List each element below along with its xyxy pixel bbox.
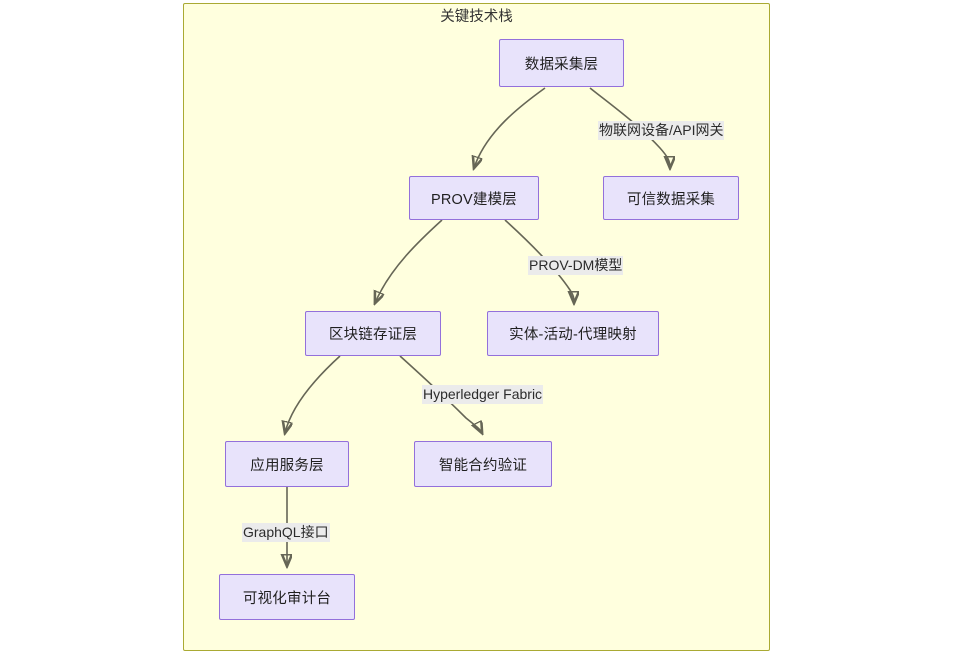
edge-n4-to-n6 bbox=[285, 355, 341, 433]
edge-label-n1-to-n3: 物联网设备/API网关 bbox=[598, 121, 725, 140]
edge-n2-to-n4 bbox=[375, 219, 443, 303]
edge-n2-to-n5 bbox=[504, 219, 574, 303]
node-n6[interactable]: 应用服务层 bbox=[225, 441, 349, 487]
node-label: 区块链存证层 bbox=[328, 327, 418, 343]
node-n2[interactable]: PROV建模层 bbox=[409, 176, 539, 220]
edge-label-n6-to-n8: GraphQL接口 bbox=[242, 523, 330, 542]
node-label: 应用服务层 bbox=[250, 457, 324, 474]
node-label: PROV建模层 bbox=[431, 191, 517, 208]
subgraph-container bbox=[183, 3, 770, 651]
node-label: 数据采集层 bbox=[524, 56, 599, 73]
subgraph-title: 关键技术栈 bbox=[440, 9, 513, 25]
node-label: 可视化审计台 bbox=[242, 590, 332, 607]
edge-n1-to-n2 bbox=[474, 87, 546, 168]
node-n1[interactable]: 数据采集层 bbox=[499, 39, 624, 87]
node-label: 实体-活动-代理映射 bbox=[509, 327, 637, 343]
node-label: 可信数据采集 bbox=[626, 191, 716, 208]
node-n4[interactable]: 区块链存证层 bbox=[305, 311, 441, 356]
edge-n1-to-n3 bbox=[589, 87, 670, 168]
edge-n4-to-n7 bbox=[399, 355, 482, 433]
node-n8[interactable]: 可视化审计台 bbox=[219, 574, 355, 620]
node-n3[interactable]: 可信数据采集 bbox=[603, 176, 739, 220]
edge-label-n2-to-n5: PROV-DM模型 bbox=[528, 256, 624, 275]
node-label: 智能合约验证 bbox=[438, 457, 528, 474]
edge-label-n4-to-n7: Hyperledger Fabric bbox=[422, 385, 544, 404]
node-n7[interactable]: 智能合约验证 bbox=[414, 441, 552, 487]
node-n5[interactable]: 实体-活动-代理映射 bbox=[487, 311, 659, 356]
